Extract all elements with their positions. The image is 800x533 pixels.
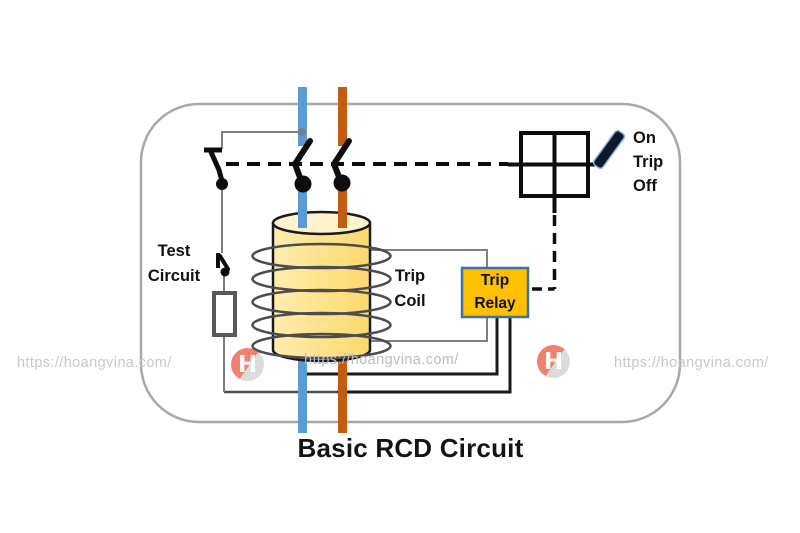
- position-trip-label: Trip: [633, 153, 664, 171]
- position-off-label: Off: [633, 177, 657, 195]
- brown-wire-bottom: [338, 352, 347, 433]
- trip-mechanism-symbol: [508, 131, 597, 213]
- test-circuit-label-line2: Circuit: [147, 267, 201, 285]
- test-switch-dot: [220, 267, 230, 277]
- brown-wire-top: [338, 87, 347, 146]
- switch-position-labels: On Trip Off: [633, 126, 663, 198]
- test-switch-blade: [218, 254, 230, 271]
- watermark-url: https://hoangvina.com/: [304, 352, 459, 368]
- blue-wire-mid: [298, 188, 307, 228]
- trip-coil-label-line2: Coil: [394, 292, 426, 310]
- sense-coil-winding: [251, 242, 392, 360]
- watermark-url: https://hoangvina.com/: [17, 355, 172, 371]
- test-circuit-label: Test Circuit: [144, 239, 204, 289]
- diagram-title: Basic RCD Circuit: [297, 433, 524, 463]
- trip-relay-box: [460, 266, 530, 319]
- brand-logo-letter: H: [237, 351, 258, 378]
- relay-supply-wire-brown-side: [342, 318, 512, 394]
- trip-coil-label-line1: Trip: [394, 267, 426, 285]
- test-pole-tap-wire: [221, 131, 302, 149]
- main-switch-contact-brown: [333, 174, 351, 192]
- blue-wire-top: [298, 87, 307, 146]
- main-switch-contact-blue: [294, 175, 312, 193]
- test-resistor: [212, 291, 237, 337]
- position-on-label: On: [633, 129, 656, 147]
- brand-logo-letter: H: [543, 348, 564, 375]
- tap-junction-dot: [298, 128, 306, 136]
- trip-relay-label-line2: Relay: [474, 295, 516, 312]
- toroid-core-top: [271, 210, 372, 236]
- relay-supply-wire-blue-side: [303, 318, 499, 376]
- test-pole-blade: [208, 149, 225, 184]
- switch-lever-icon: [592, 129, 626, 170]
- blue-wire-bottom: [298, 352, 307, 433]
- brand-logo-h-icon: H: [231, 348, 264, 381]
- brown-wire-mid: [338, 188, 347, 228]
- watermark-url: https://hoangvina.com/: [614, 355, 769, 371]
- trip-coil-label: Trip Coil: [386, 264, 434, 314]
- test-circuit-label-line1: Test: [157, 242, 191, 260]
- brand-logo-h-icon: H: [537, 345, 570, 378]
- test-pole-contact-dot: [216, 178, 228, 190]
- trip-relay-label-line1: Trip: [480, 272, 510, 289]
- trip-relay-label: Trip Relay: [462, 269, 528, 315]
